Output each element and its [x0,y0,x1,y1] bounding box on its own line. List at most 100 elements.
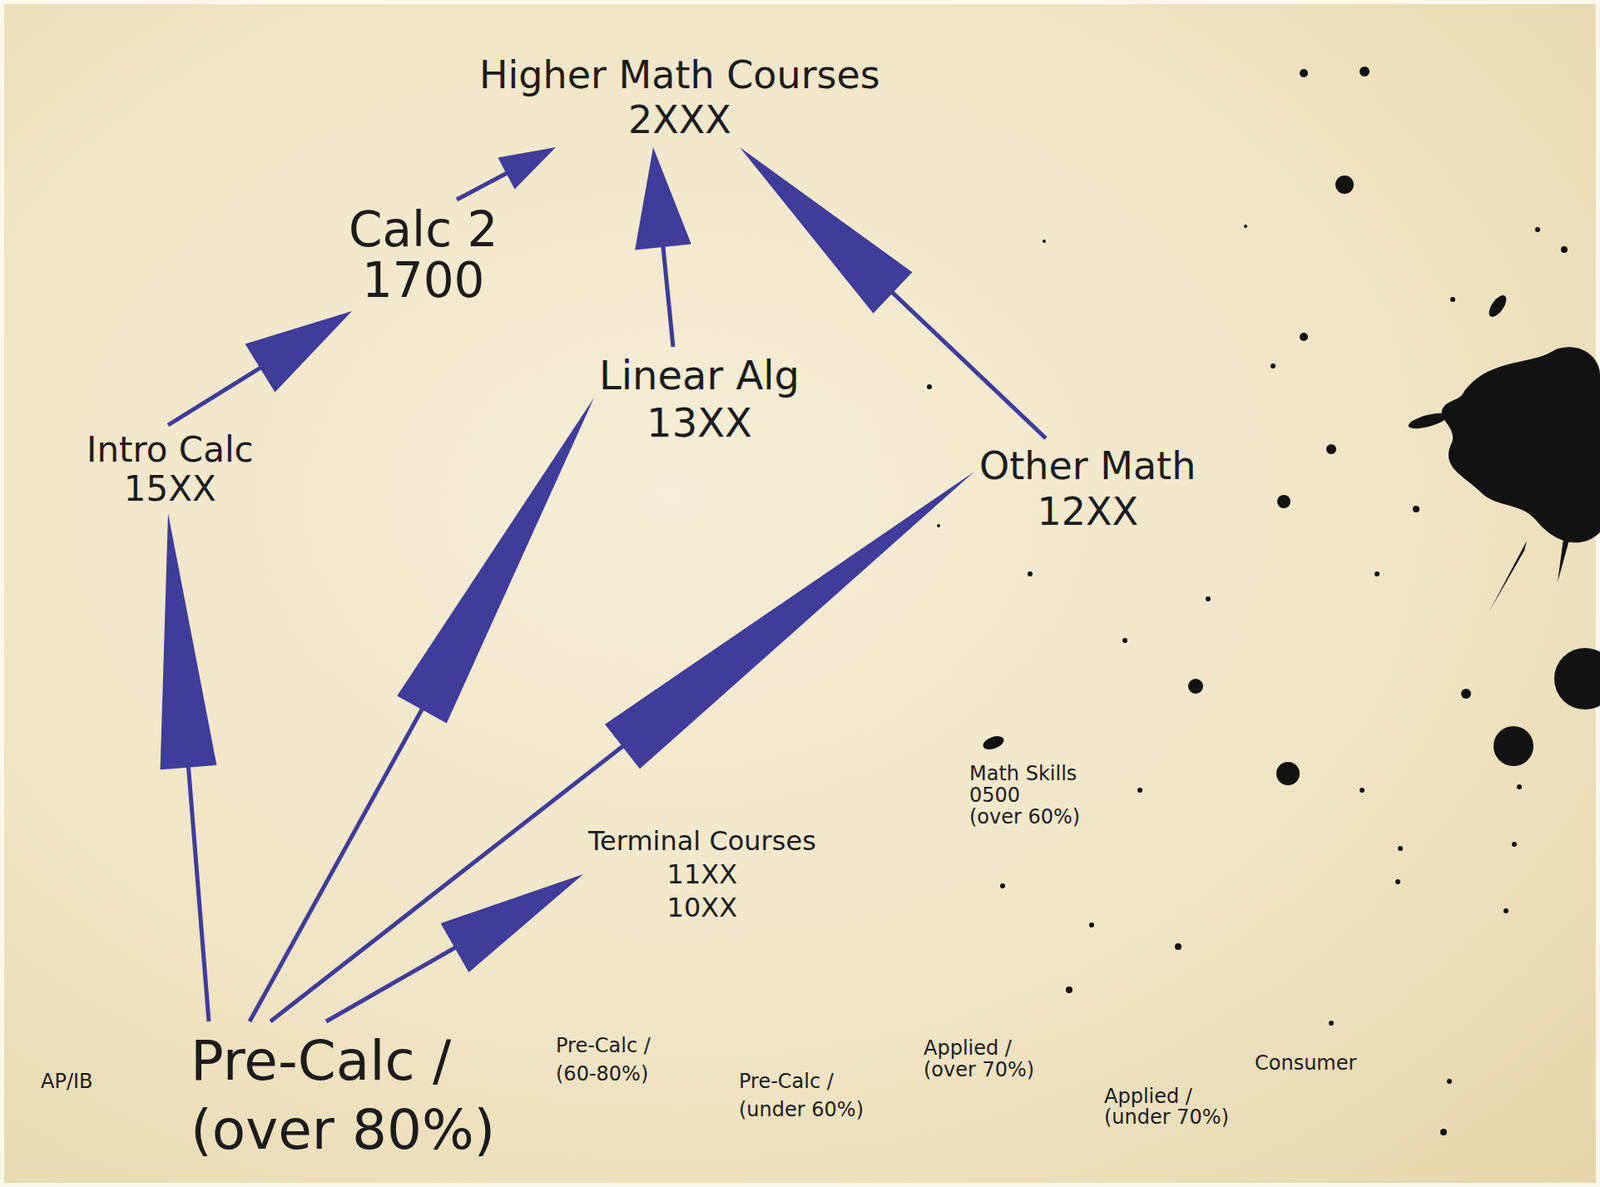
placement-group: Pre-Calc /(under 60%) [733,1062,869,1130]
flow-arrow [270,471,975,1022]
ink-drop [1122,638,1128,644]
ink-drop [1412,505,1420,513]
node-detail: (60-80%) [555,1060,651,1089]
ink-drop [1511,842,1517,848]
flow-arrow [168,311,352,426]
course-level: Other Math12XX [974,438,1201,540]
node-title: Pre-Calc / [190,1026,496,1096]
node-detail: 0500 [969,784,1080,807]
node-detail: (over 80%) [190,1095,496,1165]
arrow-shaft [891,292,1046,439]
node-title: Other Math [979,443,1196,490]
placement-group: Pre-Calc /(60-80%) [550,1026,656,1094]
node-detail: 11XX [588,857,817,892]
node-detail: 10XX [588,891,817,925]
ink-drop [1277,495,1291,509]
ink-drop [1446,1079,1452,1085]
course-level: Terminal Courses11XX10XX [583,819,822,930]
ink-drop [1089,922,1095,928]
arrow-head [440,874,584,973]
ink-streak [1406,410,1449,432]
node-detail: (under 70%) [1104,1107,1229,1129]
ink-drop [1461,688,1472,699]
ink-drop [1440,1129,1447,1136]
ink-streak [1486,292,1511,321]
node-title: Calc 2 [348,204,498,256]
ink-drop [1065,986,1073,994]
arrow-shaft [663,245,674,347]
ink-drop [1042,239,1046,243]
node-title: Pre-Calc / [738,1067,864,1096]
ink-drop [1359,66,1370,77]
ink-drop [1270,363,1276,369]
ink-drop [1326,444,1337,455]
ink-spike [1489,540,1527,612]
node-detail: 12XX [979,489,1196,535]
ink-drop [1450,297,1456,303]
placement-group: Consumer [1249,1046,1362,1080]
node-title: AP/IB [40,1069,94,1095]
node-detail: (over 70%) [923,1059,1035,1081]
ink-drop [1374,571,1380,577]
arrow-head [497,147,556,190]
flow-arrow [456,147,556,200]
node-title: Intro Calc [86,430,254,470]
node-detail: 2XXX [479,97,881,143]
node-title: Consumer [1254,1051,1357,1075]
ink-drop [1137,787,1143,793]
ink-drop [1493,726,1534,767]
placement-group: AP/IB [35,1064,99,1100]
ink-drop [1027,571,1033,577]
arrow-shaft [270,745,625,1022]
arrow-shaft [326,947,456,1022]
ink-spike [1557,532,1571,583]
ink-drop [1335,175,1354,194]
course-level: Math Skills0500(over 60%) [964,757,1085,833]
node-title: Applied / [923,1037,1035,1060]
node-detail: (under 60%) [738,1095,864,1125]
ink-drop [1516,784,1522,790]
ink-drop [1188,678,1204,694]
ink-drop [1328,1020,1334,1026]
ink-drop [1243,224,1248,228]
node-title: Applied / [1104,1086,1229,1108]
arrow-head [634,147,692,250]
arrow-head [396,397,595,724]
ink-drop [1359,787,1365,793]
flow-arrow [326,874,584,1022]
arrow-head [160,513,218,770]
arrow-head [739,147,912,314]
arrow-shaft [188,766,209,1022]
placement-group: Applied /(over 70%) [918,1032,1040,1086]
ink-drop [1397,846,1403,852]
ink-drop [980,733,1006,753]
flow-arrow [634,147,692,347]
ink-drop [1174,943,1182,951]
ink-drop [926,384,932,390]
ink-drop [1503,908,1509,914]
arrow-shaft [168,366,262,426]
ink-drops [926,66,1600,1136]
arrow-head [245,311,352,392]
flow-arrow [160,513,218,1022]
node-detail: 13XX [599,399,800,447]
course-level: Linear Alg13XX [594,346,805,452]
node-title: Linear Alg [599,351,800,400]
flow-arrow [249,397,595,1022]
node-detail: 1700 [348,255,498,307]
node-detail: 15XX [86,469,254,509]
ink-drop [1554,648,1600,710]
ink-drop [936,524,941,528]
ink-drop [1205,596,1211,602]
arrow-shaft [456,173,508,200]
ink-drop [1395,879,1401,885]
arrow-shaft [249,708,423,1022]
ink-drop [1000,883,1006,889]
placement-group: Pre-Calc /(over 80%) [185,1021,501,1170]
course-level: Higher Math Courses2XXX [474,47,886,148]
placement-group: Applied /(under 70%) [1099,1081,1234,1134]
node-detail: (over 60%) [969,806,1080,828]
node-title: Math Skills [969,762,1080,785]
